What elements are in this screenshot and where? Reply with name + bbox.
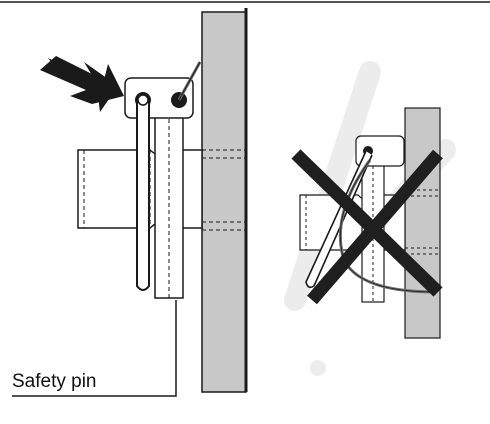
callout-leader <box>12 300 177 397</box>
safety-pin <box>136 100 150 291</box>
cross-mark-icon <box>291 149 443 305</box>
incorrect-installation <box>291 107 443 339</box>
wall-panel <box>201 11 247 393</box>
hidden-through-wall <box>202 149 246 231</box>
safety-pin-label: Safety pin <box>12 371 97 392</box>
correct-installation <box>12 8 248 397</box>
wall-panel-small <box>404 107 441 339</box>
